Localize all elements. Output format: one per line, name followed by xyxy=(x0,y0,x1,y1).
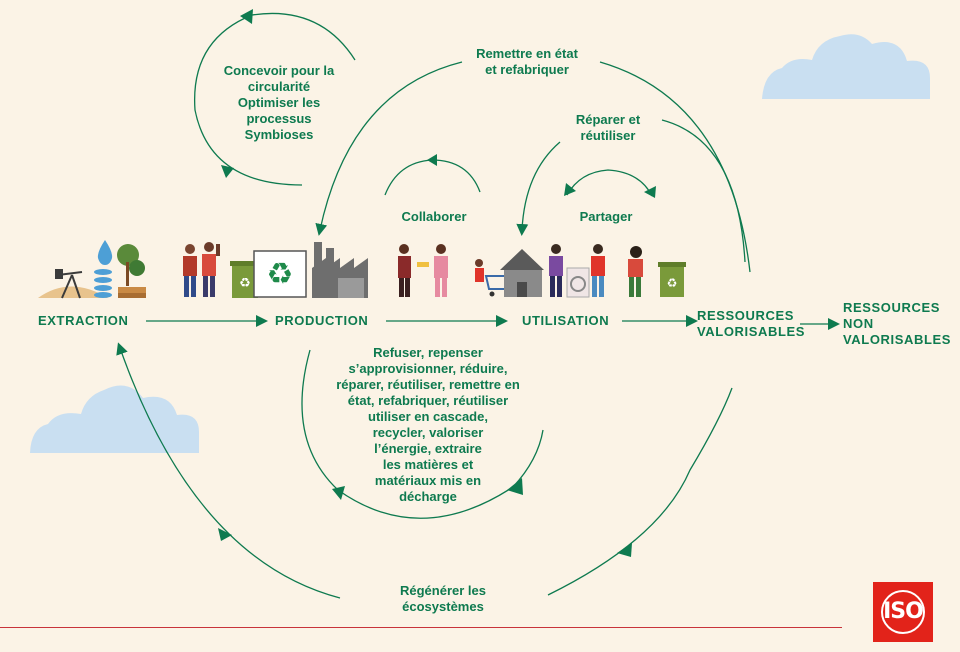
production-illustration: ♻ ♻ xyxy=(183,242,368,298)
label-partager: Partager xyxy=(579,209,633,224)
loop-arrow-refuser xyxy=(301,349,544,519)
arrowhead-refuser-left xyxy=(332,486,345,500)
svg-text:♻: ♻ xyxy=(667,276,678,290)
water-drop-icon xyxy=(97,240,113,265)
utilisation-illustration: ♻ xyxy=(398,244,686,298)
arrowhead-partager-left xyxy=(564,183,576,196)
arrowhead-collaborer xyxy=(427,154,437,166)
loop-arrow-partager xyxy=(566,169,653,197)
loop-arrow-collaborer xyxy=(384,159,481,196)
label-refuser: Refuser, repenser s’approvisionner, rédu… xyxy=(336,345,520,504)
people-collaborating-icon xyxy=(398,244,448,297)
label-reparer: Réparer et réutiliser xyxy=(575,112,641,143)
arrowhead-concevoir-top xyxy=(240,9,253,24)
svg-text:♻: ♻ xyxy=(267,258,294,291)
loop-arrow-regenerer-right xyxy=(547,387,733,596)
footer-divider xyxy=(0,627,842,628)
loop-arrow-regenerer-left xyxy=(116,342,341,599)
label-collaborer: Collaborer xyxy=(401,209,467,224)
label-regenerer: Régénérer les écosystèmes xyxy=(400,583,486,614)
arrowhead-concevoir-left xyxy=(221,165,234,178)
washing-machine-icon xyxy=(566,267,590,298)
fish-icon xyxy=(94,269,112,298)
stage-ressources-non-valorisables: RESSOURCES NON VALORISABLES xyxy=(843,300,952,347)
people-sharing-icon xyxy=(549,244,605,297)
label-concevoir: Concevoir pour la circularité Optimiser … xyxy=(223,63,335,142)
tree-icon xyxy=(117,244,146,298)
arrowhead-regenerer-right xyxy=(617,543,632,557)
sand-pile-icon xyxy=(38,286,108,298)
oil-pump-icon xyxy=(55,269,83,299)
house-icon xyxy=(500,249,544,297)
loop-arrow-remettre-right xyxy=(599,61,751,273)
loop-arrow-reparer-right xyxy=(661,119,746,263)
svg-text:♻: ♻ xyxy=(239,275,251,290)
label-remettre: Remettre en état et refabriquer xyxy=(476,46,578,77)
extraction-illustration xyxy=(38,240,146,299)
iso-logo-text: ISO xyxy=(883,599,924,624)
cloud-top-right-icon xyxy=(762,34,930,100)
cloud-left-icon xyxy=(30,385,199,453)
stage-ressources-valorisables: RESSOURCES VALORISABLES xyxy=(697,308,806,339)
loop-arrow-remettre xyxy=(315,61,463,236)
arrowhead-regenerer-mid xyxy=(218,528,232,541)
stage-utilisation: UTILISATION xyxy=(522,313,610,328)
arrowhead-refuser-right xyxy=(507,478,523,495)
iso-logo-ring xyxy=(881,590,925,634)
person-with-child-icon xyxy=(628,246,643,297)
loop-arrow-reparer xyxy=(516,141,561,236)
iso-logo: ISO xyxy=(873,582,933,642)
arrowhead-partager-right xyxy=(644,186,656,198)
workers-icon xyxy=(183,242,220,297)
recycle-board-icon: ♻ xyxy=(253,250,307,298)
factory-icon xyxy=(312,242,368,298)
stage-production: PRODUCTION xyxy=(275,313,369,328)
recycle-bin-icon: ♻ xyxy=(658,262,686,297)
stage-extraction: EXTRACTION xyxy=(38,313,129,328)
